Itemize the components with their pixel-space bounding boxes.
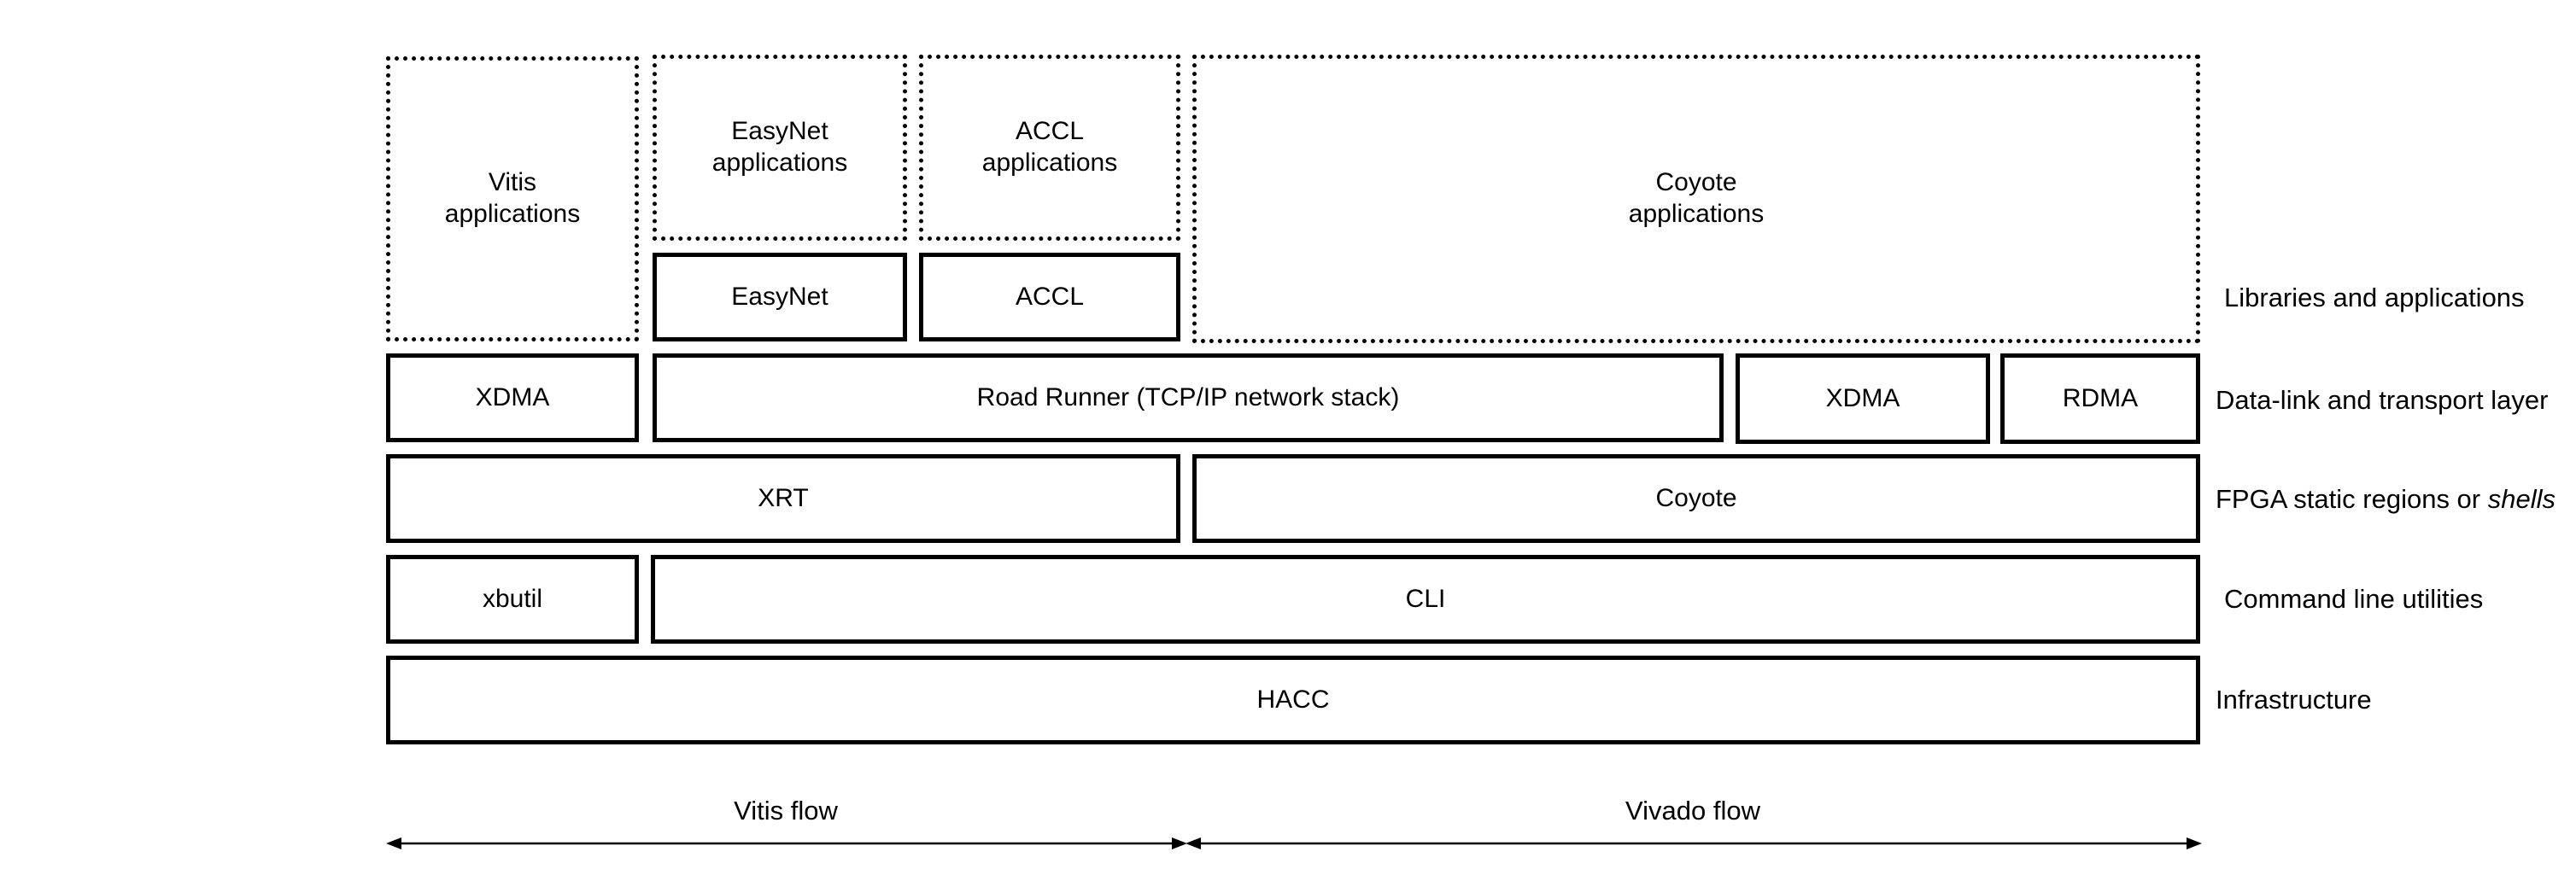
coyote-shell-box: Coyote — [1192, 454, 2200, 543]
road-runner-box: Road Runner (TCP/IP network stack) — [653, 353, 1724, 442]
coyote-shell-label: Coyote — [1655, 483, 1737, 512]
xrt-box: XRT — [386, 454, 1180, 543]
accl-library-label: ACCL — [1015, 282, 1085, 311]
xdma-right-label: XDMA — [1825, 383, 1900, 412]
xdma-right-box: XDMA — [1736, 353, 1990, 444]
vitis-flow-arrow — [386, 837, 1187, 849]
easynet-applications-label: EasyNet applications — [711, 117, 848, 177]
xbutil-label: xbutil — [482, 584, 543, 613]
easynet-library-box: EasyNet — [653, 253, 907, 341]
layer-label-fpga-shells: FPGA static regions or shells — [2216, 484, 2556, 514]
vitis-applications-label: Vitis applications — [444, 168, 581, 228]
coyote-applications-box: Coyote applications — [1192, 55, 2200, 343]
layer-label-libraries: Libraries and applications — [2224, 283, 2525, 312]
layer-label-shells-italic: shells — [2487, 484, 2556, 514]
coyote-applications-label: Coyote applications — [1628, 168, 1765, 228]
accl-applications-label: ACCL applications — [981, 117, 1118, 177]
layer-label-datalink: Data-link and transport layer — [2216, 385, 2549, 415]
xdma-left-box: XDMA — [386, 353, 639, 442]
cli-box: CLI — [651, 555, 2200, 644]
hacc-label: HACC — [1256, 685, 1330, 714]
layer-label-cli: Command line utilities — [2224, 584, 2484, 614]
easynet-applications-box: EasyNet applications — [653, 55, 907, 241]
xdma-left-label: XDMA — [475, 382, 550, 411]
xbutil-box: xbutil — [386, 555, 639, 644]
hacc-box: HACC — [386, 656, 2200, 744]
xrt-label: XRT — [758, 483, 809, 512]
accl-library-box: ACCL — [919, 253, 1180, 341]
vivado-flow-label: Vivado flow — [1625, 796, 1760, 826]
rdma-box: RDMA — [2000, 353, 2200, 444]
layer-label-infrastructure: Infrastructure — [2216, 685, 2372, 715]
rdma-label: RDMA — [2062, 383, 2139, 412]
accl-applications-box: ACCL applications — [919, 55, 1180, 241]
cli-label: CLI — [1405, 584, 1446, 613]
easynet-library-label: EasyNet — [731, 282, 828, 311]
vitis-flow-label: Vitis flow — [734, 796, 838, 826]
vivado-flow-arrow — [1186, 837, 2202, 849]
vitis-applications-box: Vitis applications — [386, 56, 639, 341]
road-runner-label: Road Runner (TCP/IP network stack) — [976, 382, 1400, 411]
